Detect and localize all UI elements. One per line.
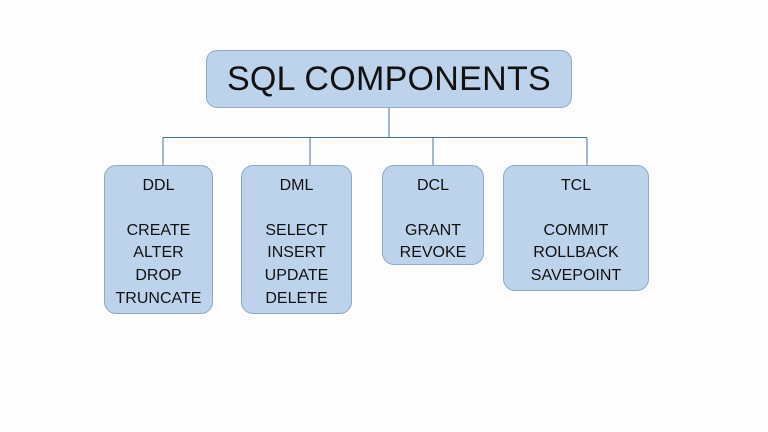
command-item: INSERT: [267, 244, 326, 262]
root-node-sql-components: SQL COMPONENTS: [206, 50, 572, 108]
command-item: DROP: [135, 267, 182, 285]
command-item: DELETE: [265, 289, 328, 307]
command-item: GRANT: [405, 221, 461, 239]
child-node-dcl-command-list: GRANT REVOKE: [400, 220, 467, 265]
command-item: SELECT: [265, 221, 328, 239]
child-node-dml-header: DML: [279, 177, 314, 194]
command-item: CREATE: [126, 221, 191, 239]
command-item: UPDATE: [264, 267, 329, 285]
child-node-ddl-header: DDL: [142, 177, 175, 194]
child-node-tcl-command-list: COMMIT ROLLBACK SAVEPOINT: [531, 220, 621, 288]
child-node-dml-command-list: SELECT INSERT UPDATE DELETE: [265, 220, 329, 311]
child-node-tcl: TCL COMMIT ROLLBACK SAVEPOINT: [503, 165, 649, 291]
child-node-dcl: DCL GRANT REVOKE: [382, 165, 484, 265]
child-node-ddl-command-list: CREATE ALTER DROP TRUNCATE: [116, 220, 202, 311]
command-item: TRUNCATE: [115, 289, 202, 307]
child-node-tcl-header: TCL: [560, 177, 592, 194]
command-item: ALTER: [133, 244, 184, 262]
command-item: ROLLBACK: [533, 244, 619, 262]
root-node-title: SQL COMPONENTS: [226, 60, 552, 98]
child-node-ddl: DDL CREATE ALTER DROP TRUNCATE: [104, 165, 213, 314]
command-item: SAVEPOINT: [530, 267, 622, 285]
command-item: REVOKE: [399, 244, 467, 262]
command-item: COMMIT: [543, 221, 609, 239]
child-node-dml: DML SELECT INSERT UPDATE DELETE: [241, 165, 352, 314]
child-node-dcl-header: DCL: [416, 177, 449, 194]
